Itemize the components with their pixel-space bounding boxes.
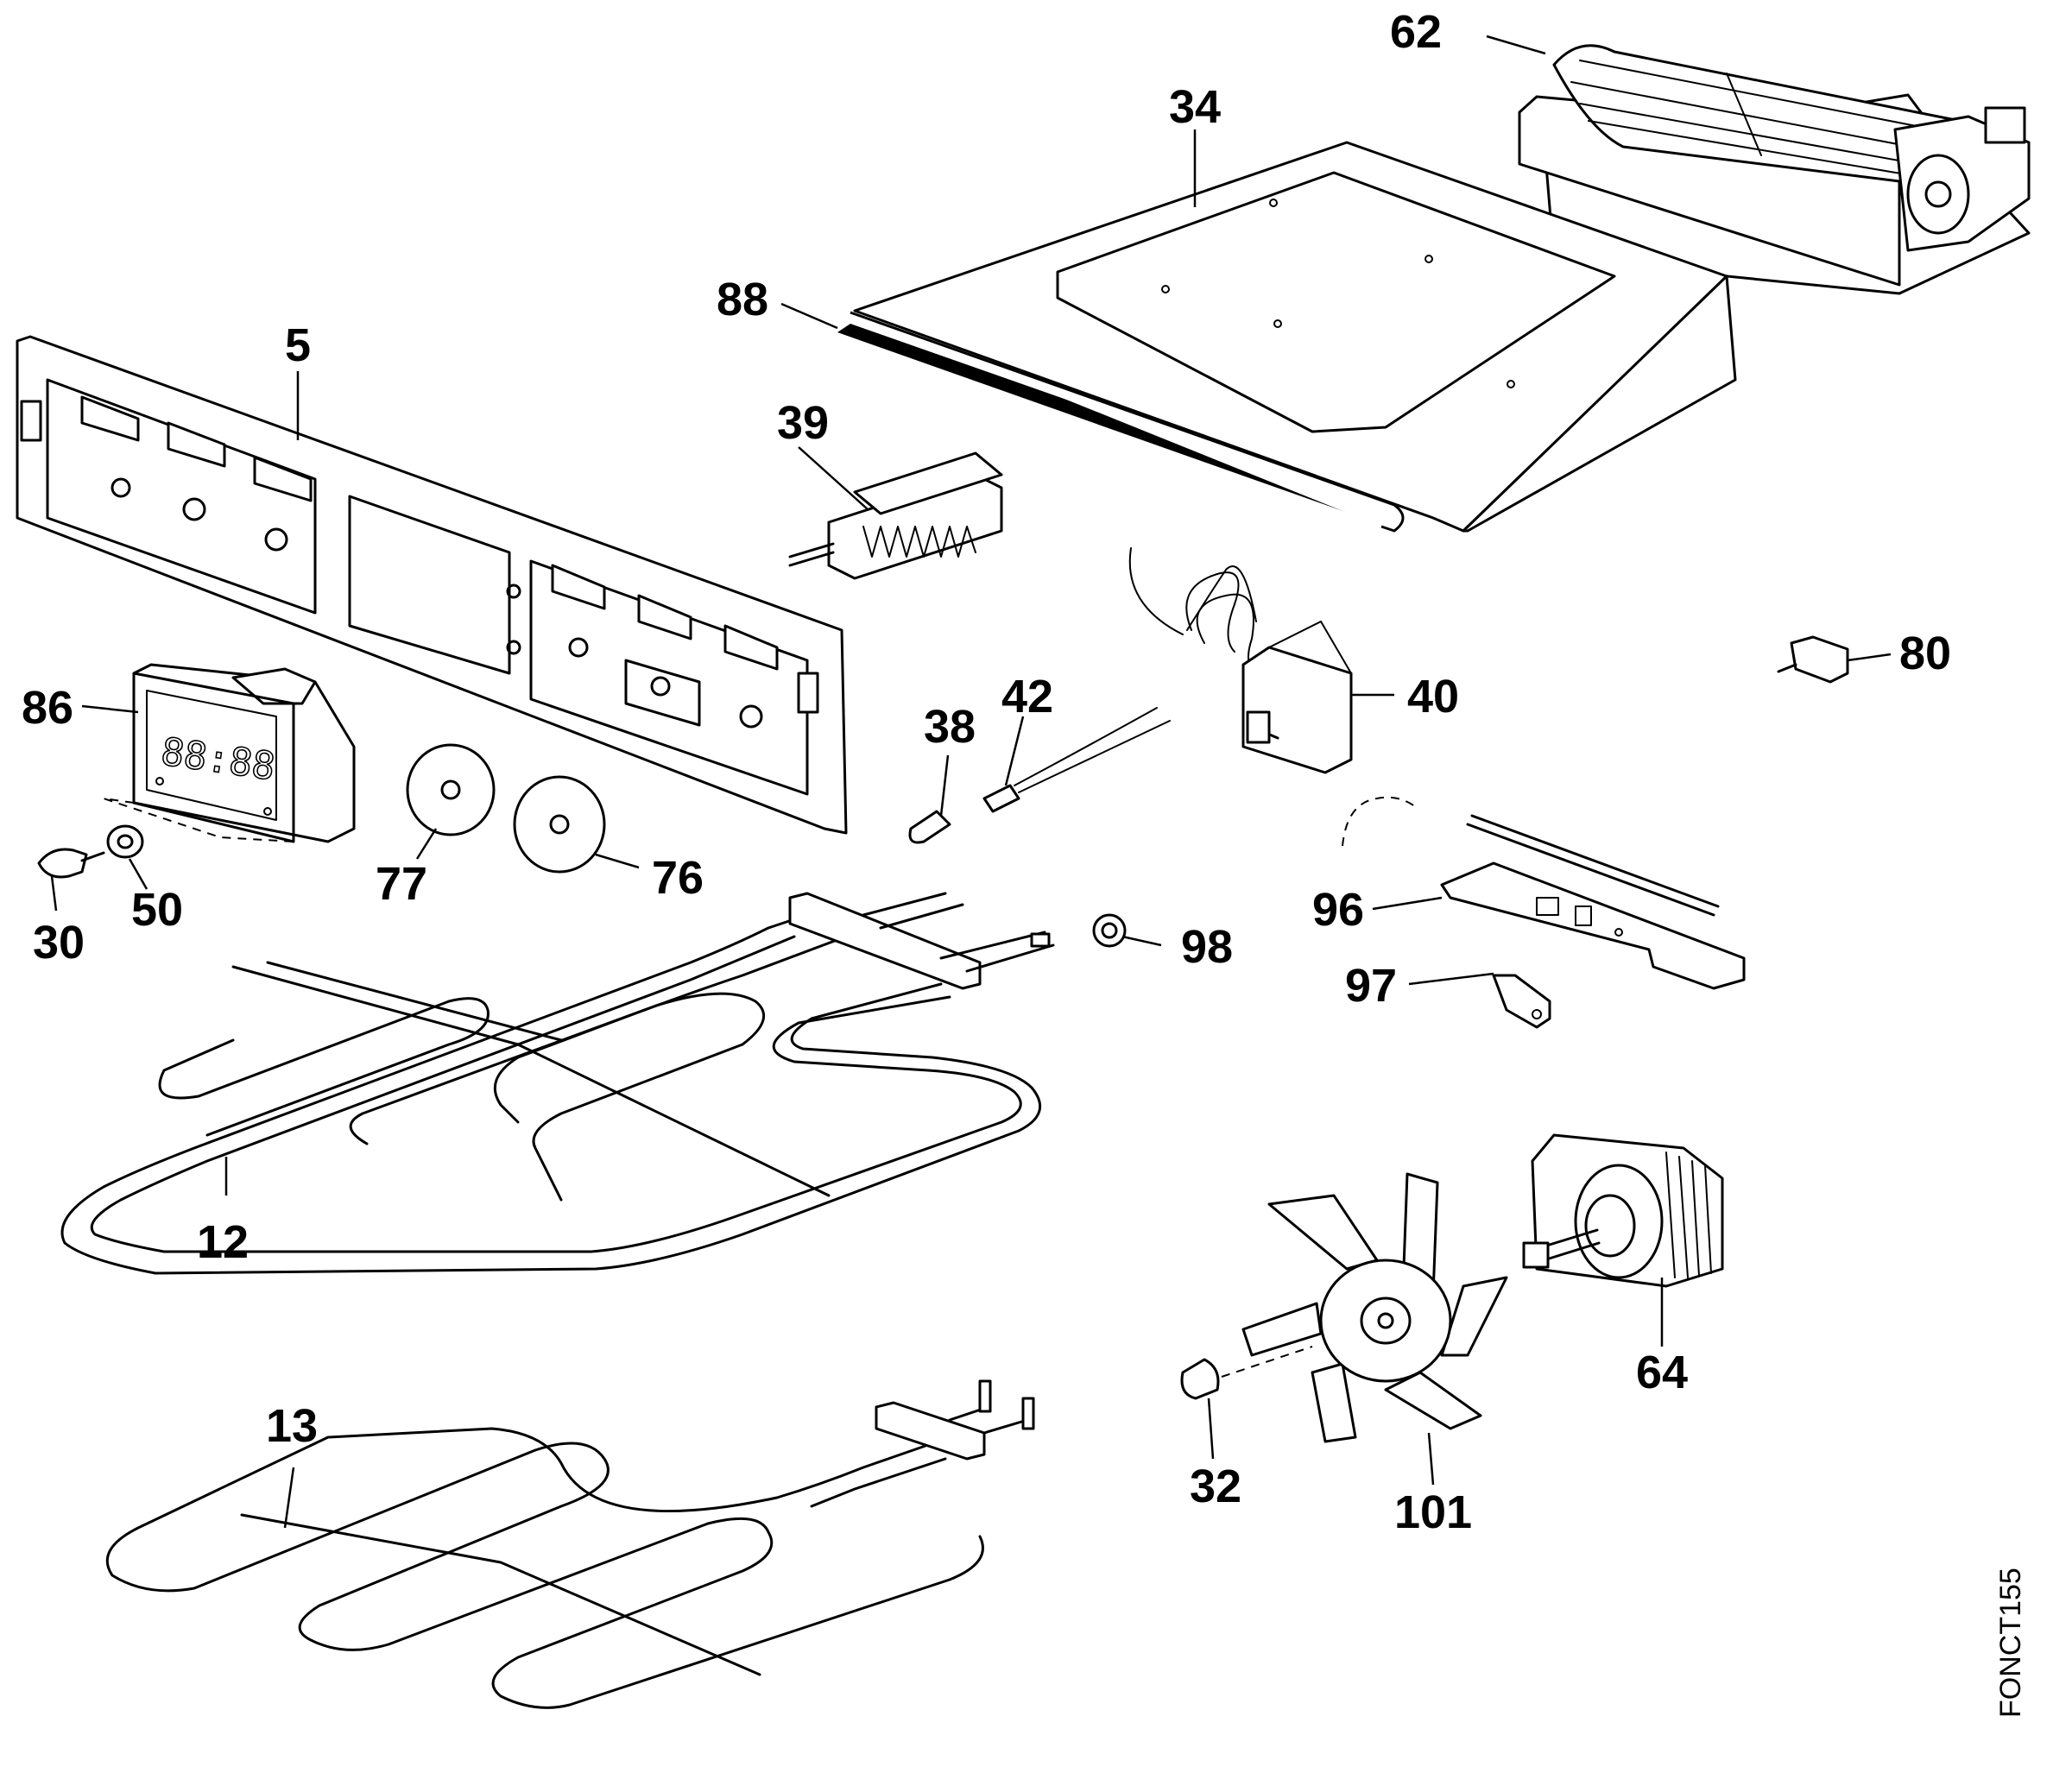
callout-30: 30 (33, 917, 85, 969)
part-62-tangential-fan (1518, 44, 2031, 295)
part-64-fan-motor (1522, 1133, 1724, 1288)
part-40-thermostat (1128, 547, 1353, 774)
part-97-clip (1492, 974, 1551, 1029)
part-98-grommet (1092, 913, 1127, 948)
part-77-knob-disc (406, 743, 496, 836)
callout-13: 13 (266, 1400, 318, 1452)
callout-64: 64 (1636, 1347, 1688, 1398)
callout-39: 39 (777, 397, 829, 449)
callout-38: 38 (924, 701, 976, 753)
part-32-nut (1180, 1346, 1313, 1400)
callout-62: 62 (1390, 6, 1442, 58)
part-12-grill-element (60, 892, 1055, 1275)
callout-12: 12 (197, 1216, 249, 1268)
callout-34: 34 (1169, 81, 1221, 133)
callout-88: 88 (717, 274, 768, 325)
callout-101: 101 (1394, 1486, 1472, 1538)
part-38-indicator-lamp (908, 810, 951, 844)
part-30-knob-screw (37, 848, 105, 879)
callout-5: 5 (285, 319, 311, 371)
part-80-micro-switch (1777, 635, 1849, 684)
part-5-control-panel (16, 335, 848, 835)
part-42-pilot-light (982, 707, 1171, 813)
callout-50: 50 (131, 884, 183, 936)
callout-80: 80 (1899, 628, 1951, 679)
part-39-selector-switch (788, 451, 1003, 580)
callout-42: 42 (1001, 671, 1053, 722)
part-96-bracket (1342, 796, 1746, 990)
part-76-knob-disc (513, 775, 606, 874)
callout-97: 97 (1345, 960, 1397, 1012)
callout-98: 98 (1181, 921, 1233, 973)
callout-labels: 62 34 88 5 39 86 38 42 40 80 77 76 30 50… (22, 6, 1951, 1538)
part-101-fan-impeller (1241, 1172, 1508, 1443)
part-13-bottom-element (105, 1379, 1035, 1709)
part-86-timer-display: 88:88 (103, 663, 356, 843)
part-50-washer (106, 824, 144, 859)
callout-86: 86 (22, 682, 73, 734)
callout-96: 96 (1312, 884, 1364, 936)
callout-77: 77 (376, 858, 427, 910)
part-88-seal-strip (837, 311, 1405, 533)
callout-40: 40 (1407, 671, 1459, 722)
reference-code: FONCT155 (1994, 1568, 2027, 1718)
leader-lines (50, 35, 1892, 1529)
callout-32: 32 (1190, 1461, 1241, 1512)
part-34-top-plate (853, 141, 1737, 533)
callout-76: 76 (652, 852, 704, 904)
